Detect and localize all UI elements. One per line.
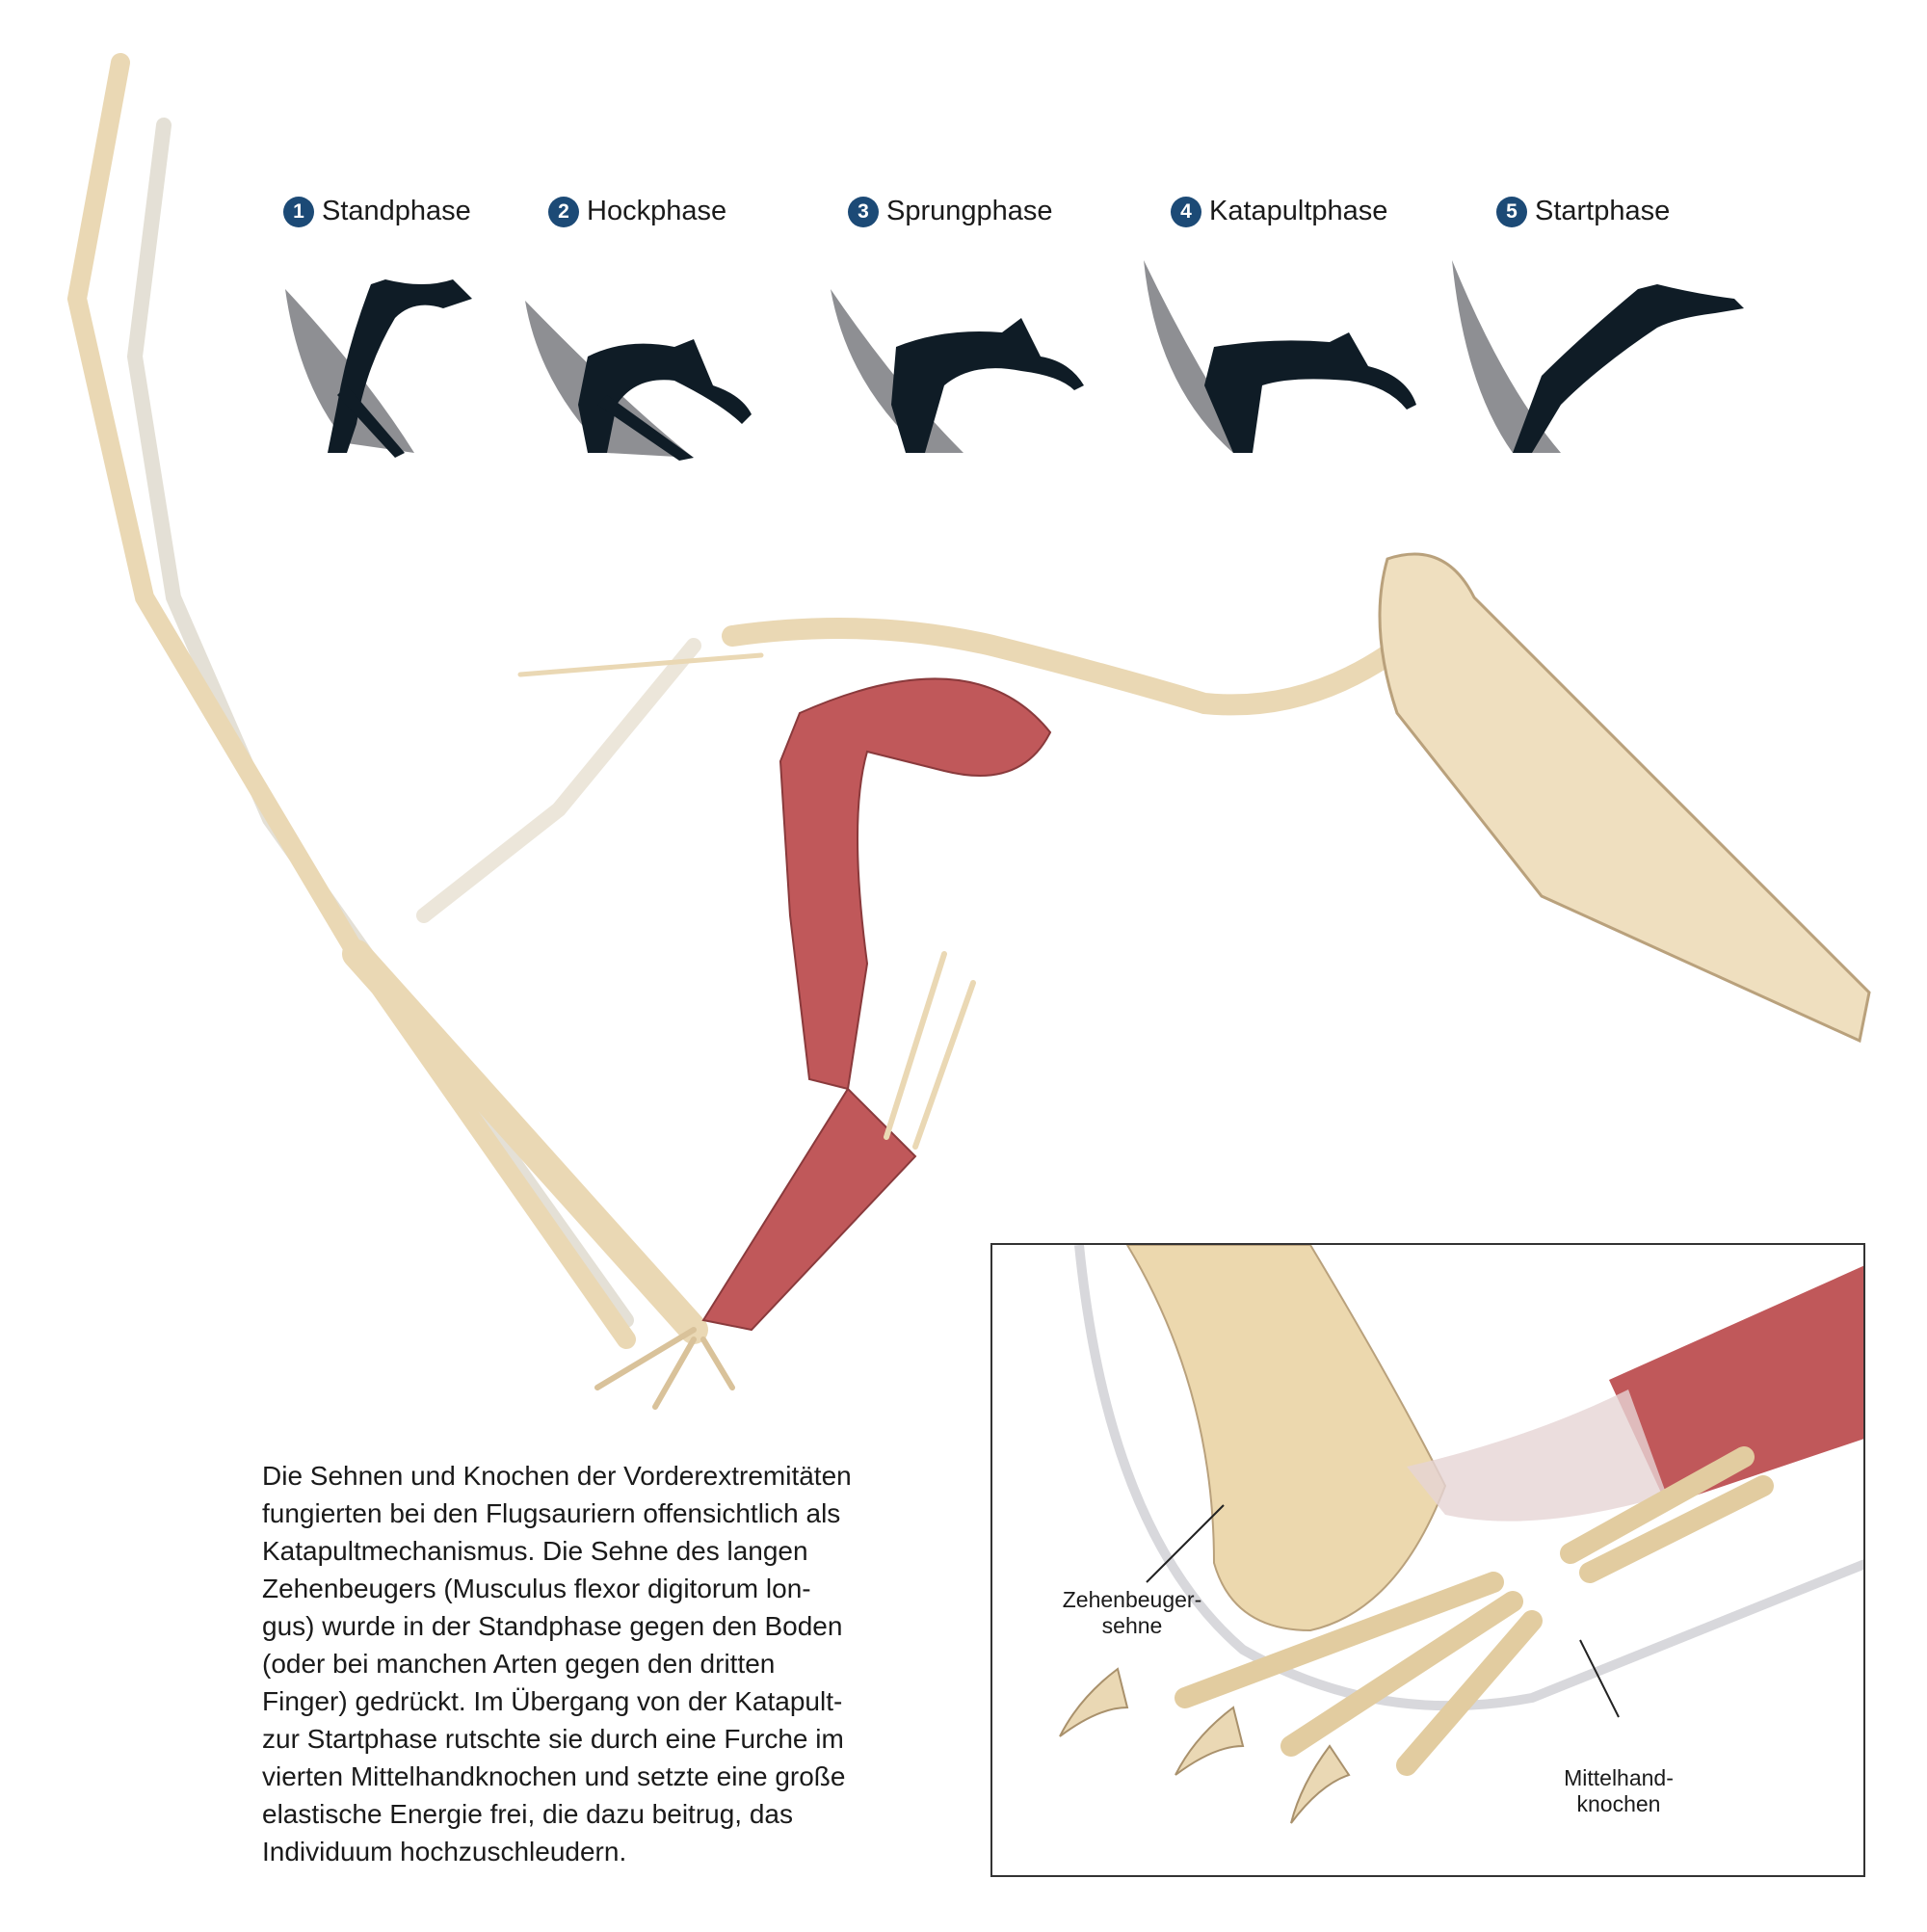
label-line: Zehenbeuger- (1062, 1587, 1202, 1612)
spine (722, 618, 1398, 716)
tail (517, 652, 764, 677)
caption-line: Katapultmechanismus. Die Sehne des lange… (262, 1536, 808, 1566)
label-line: sehne (1101, 1613, 1163, 1638)
phase-silhouettes (285, 260, 1744, 461)
label-line: knochen (1576, 1791, 1661, 1816)
phase-label-4: 4 Katapultphase (1171, 196, 1387, 227)
phase-number-badge: 3 (848, 196, 879, 227)
silhouette-startphase (1452, 260, 1744, 453)
phase-number-badge: 5 (1496, 196, 1527, 227)
phase-number-badge: 2 (548, 196, 579, 227)
upper-arm-muscle (779, 677, 1052, 1091)
caption-line: Finger) gedrückt. Im Übergang von der Ka… (262, 1686, 843, 1716)
phase-label-5: 5 Startphase (1496, 196, 1670, 227)
phase-label-1: 1 Standphase (283, 196, 471, 227)
wing-finger-front (66, 53, 636, 1349)
caption-line: zur Startphase rutschte sie durch eine F… (262, 1724, 844, 1754)
caption-line: Zehenbeugers (Musculus flexor digitorum … (262, 1574, 811, 1603)
phase-title: Katapultphase (1209, 196, 1388, 226)
phase-number-badge: 4 (1171, 196, 1201, 227)
skull (1378, 552, 1871, 1044)
arm-far (416, 638, 701, 923)
label-zehenbeugersehne: Zehenbeuger- sehne (1055, 1587, 1209, 1639)
phase-title: Sprungphase (886, 196, 1053, 226)
detail-inset: Zehenbeuger- sehne Mittelhand- knochen (990, 1243, 1865, 1877)
phase-label-3: 3 Sprungphase (848, 196, 1053, 227)
silhouette-katapultphase (1144, 260, 1416, 453)
caption-line: elastische Energie frei, die dazu beitru… (262, 1799, 793, 1829)
caption-line: Individuum hochzuschleudern. (262, 1837, 627, 1866)
phase-title: Hockphase (587, 196, 727, 226)
silhouette-standphase (285, 279, 472, 458)
label-line: Mittelhand- (1564, 1765, 1674, 1790)
label-mittelhandknochen: Mittelhand- knochen (1542, 1765, 1696, 1817)
caption-line: gus) wurde in der Standphase gegen den B… (262, 1611, 843, 1641)
caption-line: vierten Mittelhandknochen und setzte ein… (262, 1761, 846, 1791)
silhouette-hockphase (525, 301, 752, 461)
phase-label-2: 2 Hockphase (548, 196, 726, 227)
caption-line: fungierten bei den Flugsauriern offensic… (262, 1498, 841, 1528)
silhouette-sprungphase (831, 289, 1084, 453)
forearm (342, 940, 708, 1344)
phase-title: Startphase (1535, 196, 1671, 226)
caption-text: Die Sehnen und Knochen der Vorderextremi… (262, 1457, 937, 1870)
hand-claws (594, 1327, 735, 1410)
lower-arm-muscle (701, 1087, 917, 1332)
phase-title: Standphase (322, 196, 471, 226)
caption-line: Die Sehnen und Knochen der Vorderextremi… (262, 1461, 852, 1491)
caption-line: (oder bei manchen Arten gegen den dritte… (262, 1649, 776, 1679)
inset-illustration (1059, 1245, 1863, 1824)
skeleton-illustration (66, 53, 1871, 1410)
claw-spikes (884, 951, 976, 1150)
phase-number-badge: 1 (283, 196, 314, 227)
